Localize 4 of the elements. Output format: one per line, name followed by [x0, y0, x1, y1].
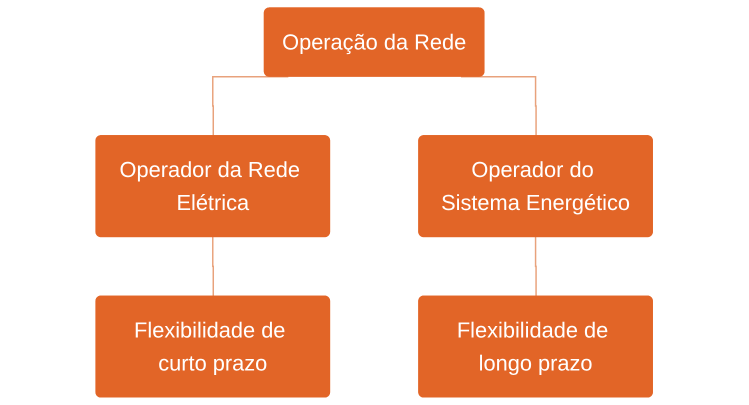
connector [212, 236, 214, 297]
connector [461, 76, 538, 136]
connector [535, 236, 538, 297]
connector [212, 76, 289, 136]
